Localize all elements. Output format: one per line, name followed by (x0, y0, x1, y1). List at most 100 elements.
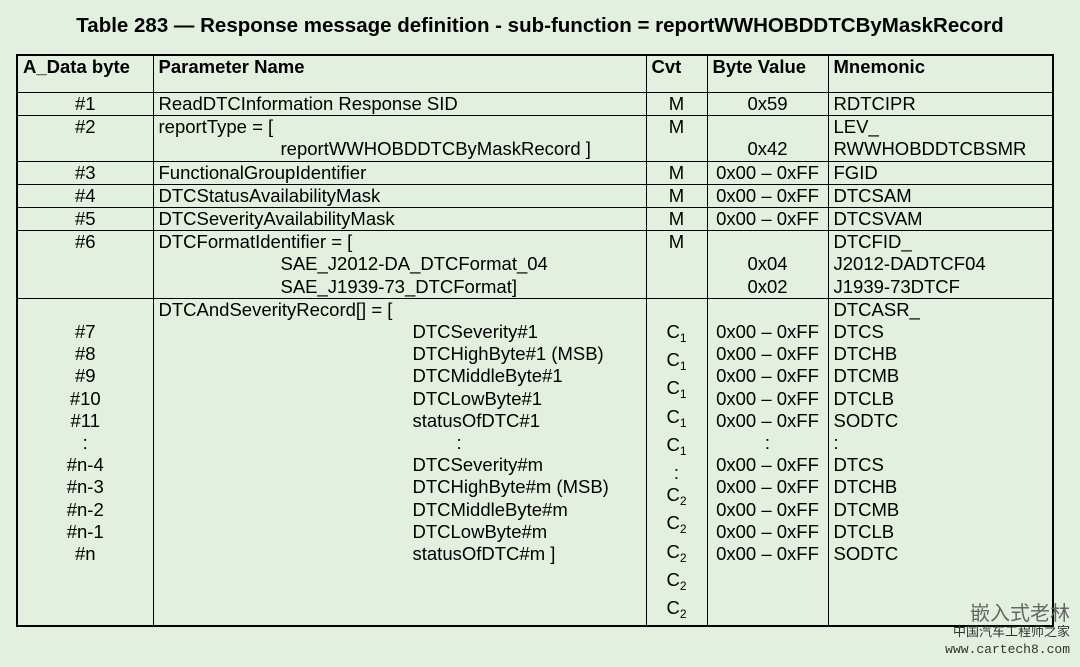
param-line: DTCSeverity#m (412, 454, 544, 476)
param-line: DTCFormatIdentifier = [ (158, 231, 353, 253)
cvt-line (652, 253, 702, 275)
byte-value-line: : (764, 432, 771, 454)
byte-value-line: 0x42 (747, 138, 788, 160)
mnemonic-cell: DTCSAM (827, 183, 1054, 209)
byte-value-line (713, 231, 823, 253)
byte-line: #n (74, 543, 96, 565)
table-row: #6 DTCFormatIdentifier = [SAE_J2012-DA_DT… (16, 230, 1054, 299)
cvt-line: C1 (666, 349, 687, 374)
byte-line: #6 (74, 231, 96, 253)
byte-line: #3 (74, 161, 96, 183)
header-byte-value: Byte Value (706, 54, 829, 93)
byte-value-line: 0x00 – 0xFF (716, 498, 819, 520)
mnemonic-line: FGID (833, 161, 878, 183)
mnemonic-line: DTCHB (833, 343, 898, 365)
byte-value-cell: 0x59 (706, 91, 829, 117)
byte-value-cell: 0x42 (706, 115, 829, 162)
param-line: DTCHighByte#1 (MSB) (412, 343, 604, 365)
mnemonic-line: : (833, 432, 839, 454)
cvt-line: M (668, 93, 685, 114)
mnemonic-line: J1939-73DTCF (833, 275, 960, 297)
mnemonic-line: DTCFID_ (833, 231, 912, 253)
param-line: DTCHighByte#m (MSB) (412, 476, 609, 498)
byte-value-line: 0x00 – 0xFF (716, 343, 819, 365)
byte-cell: #2 (16, 115, 154, 162)
mnemonic-line: DTCMB (833, 365, 900, 387)
param-line: SAE_J1939-73_DTCFormat] (280, 275, 518, 297)
param-line: DTCMiddleByte#1 (412, 365, 563, 387)
param-cell: DTCStatusAvailabilityMask (152, 183, 647, 209)
param-line: : (456, 432, 462, 454)
param-line: reportType = [ (158, 116, 274, 138)
param-line: statusOfDTC#1 (412, 409, 541, 431)
mnemonic-cell: FGID (827, 160, 1054, 185)
param-line: SAE_J2012-DA_DTCFormat_04 (280, 253, 548, 275)
byte-value-line: 0x00 – 0xFF (716, 161, 819, 183)
byte-value-line: 0x04 (747, 253, 788, 275)
param-line: FunctionalGroupIdentifier (158, 161, 367, 183)
param-line: DTCStatusAvailabilityMask (158, 184, 381, 206)
mnemonic-line: DTCLB (833, 387, 895, 409)
header-parameter-name: Parameter Name (152, 54, 647, 93)
mnemonic-line: DTCS (833, 321, 884, 343)
param-line: reportWWHOBDDTCByMaskRecord ] (280, 138, 591, 160)
cvt-line (652, 138, 702, 160)
byte-line: #4 (74, 184, 96, 206)
param-cell: reportType = [ reportWWHOBDDTCByMaskRecor… (152, 115, 647, 162)
byte-cell: #4 (16, 183, 154, 209)
param-cell: FunctionalGroupIdentifier (152, 160, 647, 185)
mnemonic-line: DTCHB (833, 476, 898, 498)
param-line: DTCSeverityAvailabilityMask (158, 208, 395, 230)
mnemonic-line: SODTC (833, 409, 899, 431)
byte-value-cell: 0x00 – 0xFF (706, 183, 829, 209)
mnemonic-line: DTCSVAM (833, 208, 923, 230)
header-a-data-byte: A_Data byte (16, 54, 154, 93)
byte-value-line: 0x02 (747, 275, 788, 297)
watermark-site-name: 中国汽车工程师之家 (952, 624, 1070, 639)
table-row: #2 reportType = [ reportWWHOBDDTCByMaskRec… (16, 115, 1054, 162)
watermark-author: 嵌入式老林 (970, 603, 1070, 625)
byte-value-line (713, 116, 823, 138)
mnemonic-line: SODTC (833, 543, 899, 565)
watermark-url: www.cartech8.com (945, 642, 1070, 657)
byte-line: #2 (74, 116, 96, 138)
cvt-line: C2 (666, 512, 687, 537)
byte-line: #11 (70, 409, 101, 431)
byte-line: #8 (74, 343, 96, 365)
byte-value-cell: 0x00 – 0xFF (706, 160, 829, 185)
cvt-cell: M (645, 115, 708, 162)
byte-value-line: 0x00 – 0xFF (716, 454, 819, 476)
param-cell: ReadDTCInformation Response SID (152, 91, 647, 117)
header-row: A_Data byte Parameter Name Cvt Byte Valu… (16, 54, 1054, 93)
cvt-line: C2 (666, 597, 687, 622)
cvt-cell: M (645, 230, 708, 299)
mnemonic-cell: DTCSVAM (827, 207, 1054, 232)
byte-cell: #1 (16, 91, 154, 117)
mnemonic-line: DTCMB (833, 498, 900, 520)
mnemonic-cell: RDTCIPR (827, 91, 1054, 117)
watermark: 嵌入式老林 中国汽车工程师之家 www.cartech8.com (945, 603, 1070, 659)
mnemonic-cell: LEV_RWWHOBDDTCBSMR (827, 115, 1054, 162)
param-line: DTCSeverity#1 (412, 321, 538, 343)
byte-line: #n-2 (66, 498, 104, 520)
cvt-line: C1 (666, 405, 687, 430)
byte-value-cell: 0x00 – 0xFF 0x00 – 0xFF 0x00 – 0xFF 0x00 – … (706, 297, 829, 627)
cvt-line: C2 (666, 484, 687, 509)
byte-line (23, 299, 148, 321)
response-message-table: A_Data byte Parameter Name Cvt Byte Valu… (16, 54, 1054, 628)
cvt-line: C1 (666, 377, 687, 402)
byte-line: #10 (69, 387, 101, 409)
byte-line: : (82, 432, 88, 454)
cvt-line: : (673, 462, 680, 484)
cvt-line: M (668, 231, 685, 253)
byte-value-line: 0x00 – 0xFF (716, 409, 819, 431)
mnemonic-line: LEV_ (833, 116, 879, 138)
byte-line: #n-1 (66, 520, 104, 542)
